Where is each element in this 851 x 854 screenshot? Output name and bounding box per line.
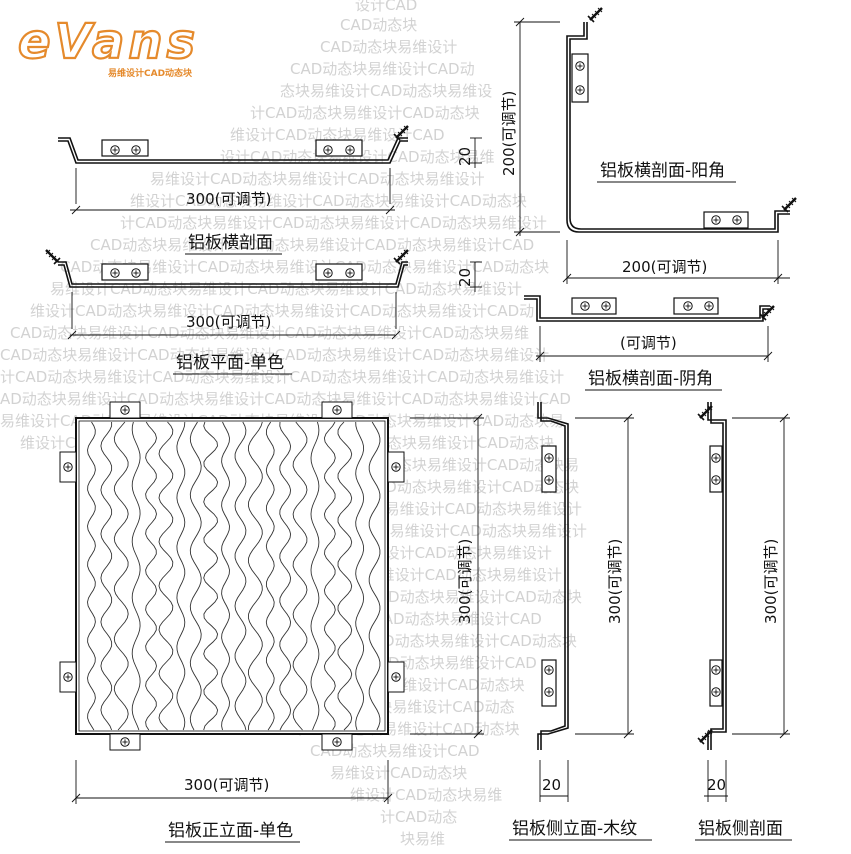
wood-grain-line <box>113 421 129 731</box>
outer-corner-horizontal-dim: 200(可调节) <box>622 258 707 276</box>
wood-grain-line <box>247 421 263 731</box>
side-elevation-height-dim: 300(可调节) <box>606 539 624 624</box>
watermark-text: CAD动态块易维设计CAD动 <box>290 60 475 78</box>
front-elevation-drawing: 300(可调节) 300(可调节) 铝板正立面-单色 <box>59 401 484 843</box>
side-section-drawing: 300(可调节) 20 铝板侧剖面 <box>695 402 792 841</box>
watermark-text: CAD动态块易维设计CAD动态块易维设计CAD动态块易维设计CAD <box>90 236 534 254</box>
watermark-text: 设计CAD <box>355 0 417 14</box>
front-elevation-width-dim: 300(可调节) <box>184 776 269 794</box>
watermark-text: 维设计CAD动态块易维 <box>350 786 502 804</box>
cross-section-width-dim: 300(可调节) <box>186 190 271 208</box>
wood-grain-line <box>265 421 275 731</box>
corner-clips <box>59 401 405 751</box>
cross-section-height-dim: 20 <box>456 147 474 166</box>
wood-grain-line <box>323 421 336 731</box>
watermark-text: 设计CAD动态块易维设计CAD动态块易维 <box>220 148 495 166</box>
wood-grain-line <box>292 421 308 731</box>
plan-height-dim: 20 <box>456 268 474 287</box>
side-elevation-thickness-dim: 20 <box>542 776 561 794</box>
wood-grain-line <box>87 421 96 731</box>
wood-grain-line <box>279 421 292 731</box>
watermark-text: 易维设计CAD动态块 <box>330 764 467 782</box>
wood-grain-line <box>234 421 247 731</box>
watermark-text: 计CAD动态块易维设计CAD动态块易维设计CAD动态块易维设计CAD动态块易维设… <box>0 368 564 386</box>
watermark-text: CAD动态块易维设计CAD动态块易维设计CAD动态块易维设计CAD动态块易维 <box>10 324 529 342</box>
plan-single-title: 铝板平面-单色 <box>176 353 284 373</box>
outer-corner-title: 铝板横剖面-阳角 <box>600 161 725 181</box>
cross-section-drawing: 300(可调节) 20 铝板横剖面 <box>58 124 482 255</box>
wood-grain-line <box>368 421 381 731</box>
logo-text: eVans <box>18 14 199 70</box>
front-elevation-height-dim: 300(可调节) <box>456 539 474 624</box>
watermark-text: 易维设计CAD动态块易维设计CAD动态块易维设计CAD动态块易维设计 <box>50 280 522 298</box>
outer-corner-vertical-dim: 200(可调节) <box>500 91 518 176</box>
watermark-text: 计CAD动态 <box>380 808 457 826</box>
front-elevation-title: 铝板正立面-单色 <box>168 821 293 841</box>
watermark-text: CAD动态块易维设计CAD动态块易维设计CAD动态块易维设计CAD动态块易维设计 <box>0 346 549 364</box>
wood-grain-line <box>158 421 174 731</box>
side-elevation-wood-title: 铝板侧立面-木纹 <box>512 819 637 839</box>
wood-grain-line <box>189 421 202 731</box>
side-section-thickness-dim: 20 <box>707 776 726 794</box>
watermark-text: AD动态块易维设计CAD动态块易维设计CAD动态块易维设计CAD动态块易维设计C… <box>0 390 571 408</box>
watermark-text: 易维设计CAD动态块易维设计CAD动态块易维设计 <box>150 170 485 188</box>
side-elevation-wood-drawing: 300(可调节) 20 铝板侧立面-木纹 <box>509 402 652 841</box>
inner-corner-title: 铝板横剖面-阴角 <box>588 369 713 389</box>
wood-grain-line <box>310 421 320 731</box>
plan-single-drawing: 300(可调节) 20 铝板平面-单色 <box>44 248 482 375</box>
watermark-text: CAD动态块易维设计CAD动态块易维设计CAD动态块易维设计CAD动态块 <box>60 258 549 276</box>
wood-grain-line <box>145 421 157 731</box>
wood-grain-line <box>176 421 186 731</box>
wood-grain-line <box>355 421 365 731</box>
watermark-text: CAD动态块易维设计 <box>320 38 457 56</box>
wood-grain-line <box>221 421 230 731</box>
wood-grain-line <box>337 421 353 731</box>
brand-logo: eVans 易维设计CAD动态块 <box>17 13 199 79</box>
wood-grain-lines <box>87 421 381 731</box>
inner-corner-width-dim: (可调节) <box>620 334 677 352</box>
watermark-text: 块易维 <box>400 830 445 848</box>
side-section-height-dim: 300(可调节) <box>762 539 780 624</box>
wood-grain-line <box>131 421 141 731</box>
watermark-text: 态块易维设计CAD动态块易维设 <box>280 82 492 100</box>
watermark-text: 计CAD动态块易维设计CAD动态块易维设计CAD动态块易维设计 <box>120 214 547 232</box>
watermark-text: 计CAD动态块易维设计CAD动态块 <box>250 104 480 122</box>
wood-grain-line <box>203 421 219 731</box>
logo-tagline: 易维设计CAD动态块 <box>108 67 193 79</box>
inner-corner-drawing: (可调节) 铝板横剖面-阴角 <box>524 295 776 391</box>
cross-section-title: 铝板横剖面 <box>188 233 273 253</box>
watermark-text: 维设计CAD动态块易维设计CAD动态块易维设计CAD动态块 <box>130 192 527 210</box>
watermark-text: CAD动态块 <box>340 16 417 34</box>
side-section-title: 铝板侧剖面 <box>698 819 783 839</box>
watermark-text: 维设计CAD动态块易维设计CAD动态块易维设计CAD动态块易维设计CAD动 <box>30 302 534 320</box>
wood-grain-line <box>100 422 113 731</box>
watermark-text: 维设计CAD动态块易维设计CAD <box>230 126 445 144</box>
outer-corner-drawing: 200(可调节) 200(可调节) 铝板横剖面-阳角 <box>500 6 798 284</box>
plan-width-dim: 300(可调节) <box>186 313 271 331</box>
